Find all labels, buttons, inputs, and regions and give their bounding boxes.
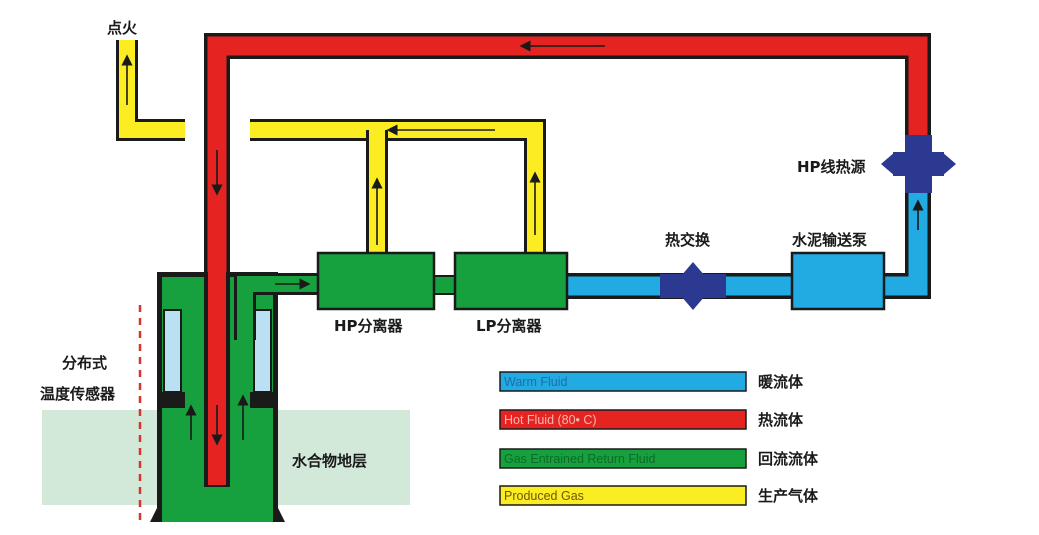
label-distributed-sensor-2: 温度传感器 — [40, 385, 116, 403]
packer-right — [250, 392, 275, 408]
legend-item-hot: Hot Fluid (80• C) 热流体 — [499, 409, 804, 430]
legend-swatch-text-return: Gas Entrained Return Fluid — [504, 452, 656, 466]
legend-swatch-text-hot: Hot Fluid (80• C) — [504, 413, 597, 427]
legend-swatch-text-gas: Produced Gas — [504, 489, 584, 503]
flow-arrows — [121, 40, 924, 446]
label-hydrate-formation: 水合物地层 — [292, 452, 367, 470]
label-hp-line-heater: HP线热源 — [797, 158, 866, 176]
legend-swatch-gas — [499, 485, 747, 506]
label-hp-separator: HP分离器 — [334, 317, 404, 335]
legend: Warm Fluid 暖流体 Hot Fluid (80• C) 热流体 Gas… — [499, 371, 819, 506]
label-distributed-sensor-1: 分布式 — [62, 354, 107, 372]
legend-label-gas: 生产气体 — [758, 487, 819, 505]
legend-item-gas: Produced Gas 生产气体 — [499, 485, 819, 506]
legend-item-warm: Warm Fluid 暖流体 — [499, 371, 804, 392]
casing-window-right — [253, 309, 272, 393]
cement-pump — [790, 251, 886, 311]
casing-window-left — [163, 309, 182, 393]
legend-swatch-return — [499, 448, 747, 469]
legend-swatch-hot — [499, 409, 747, 430]
hp-line-heater — [881, 135, 956, 193]
produced-gas-header-pipe — [250, 119, 546, 256]
heat-exchanger — [660, 262, 726, 310]
legend-label-warm: 暖流体 — [758, 373, 804, 391]
legend-swatch-text-warm: Warm Fluid — [504, 375, 567, 389]
label-heat-exchanger: 热交换 — [665, 231, 711, 249]
legend-swatch-warm — [499, 371, 747, 392]
label-cement-pump: 水泥输送泵 — [792, 231, 867, 249]
ignition-pipe — [116, 40, 185, 141]
legend-label-hot: 热流体 — [758, 411, 804, 429]
packer-left — [160, 392, 185, 408]
label-ignition: 点火 — [107, 19, 138, 37]
legend-label-return: 回流流体 — [758, 450, 819, 468]
hp-separator — [316, 251, 436, 311]
legend-item-return: Gas Entrained Return Fluid 回流流体 — [499, 448, 819, 469]
lp-separator — [453, 251, 569, 311]
label-lp-separator: LP分离器 — [476, 317, 543, 335]
